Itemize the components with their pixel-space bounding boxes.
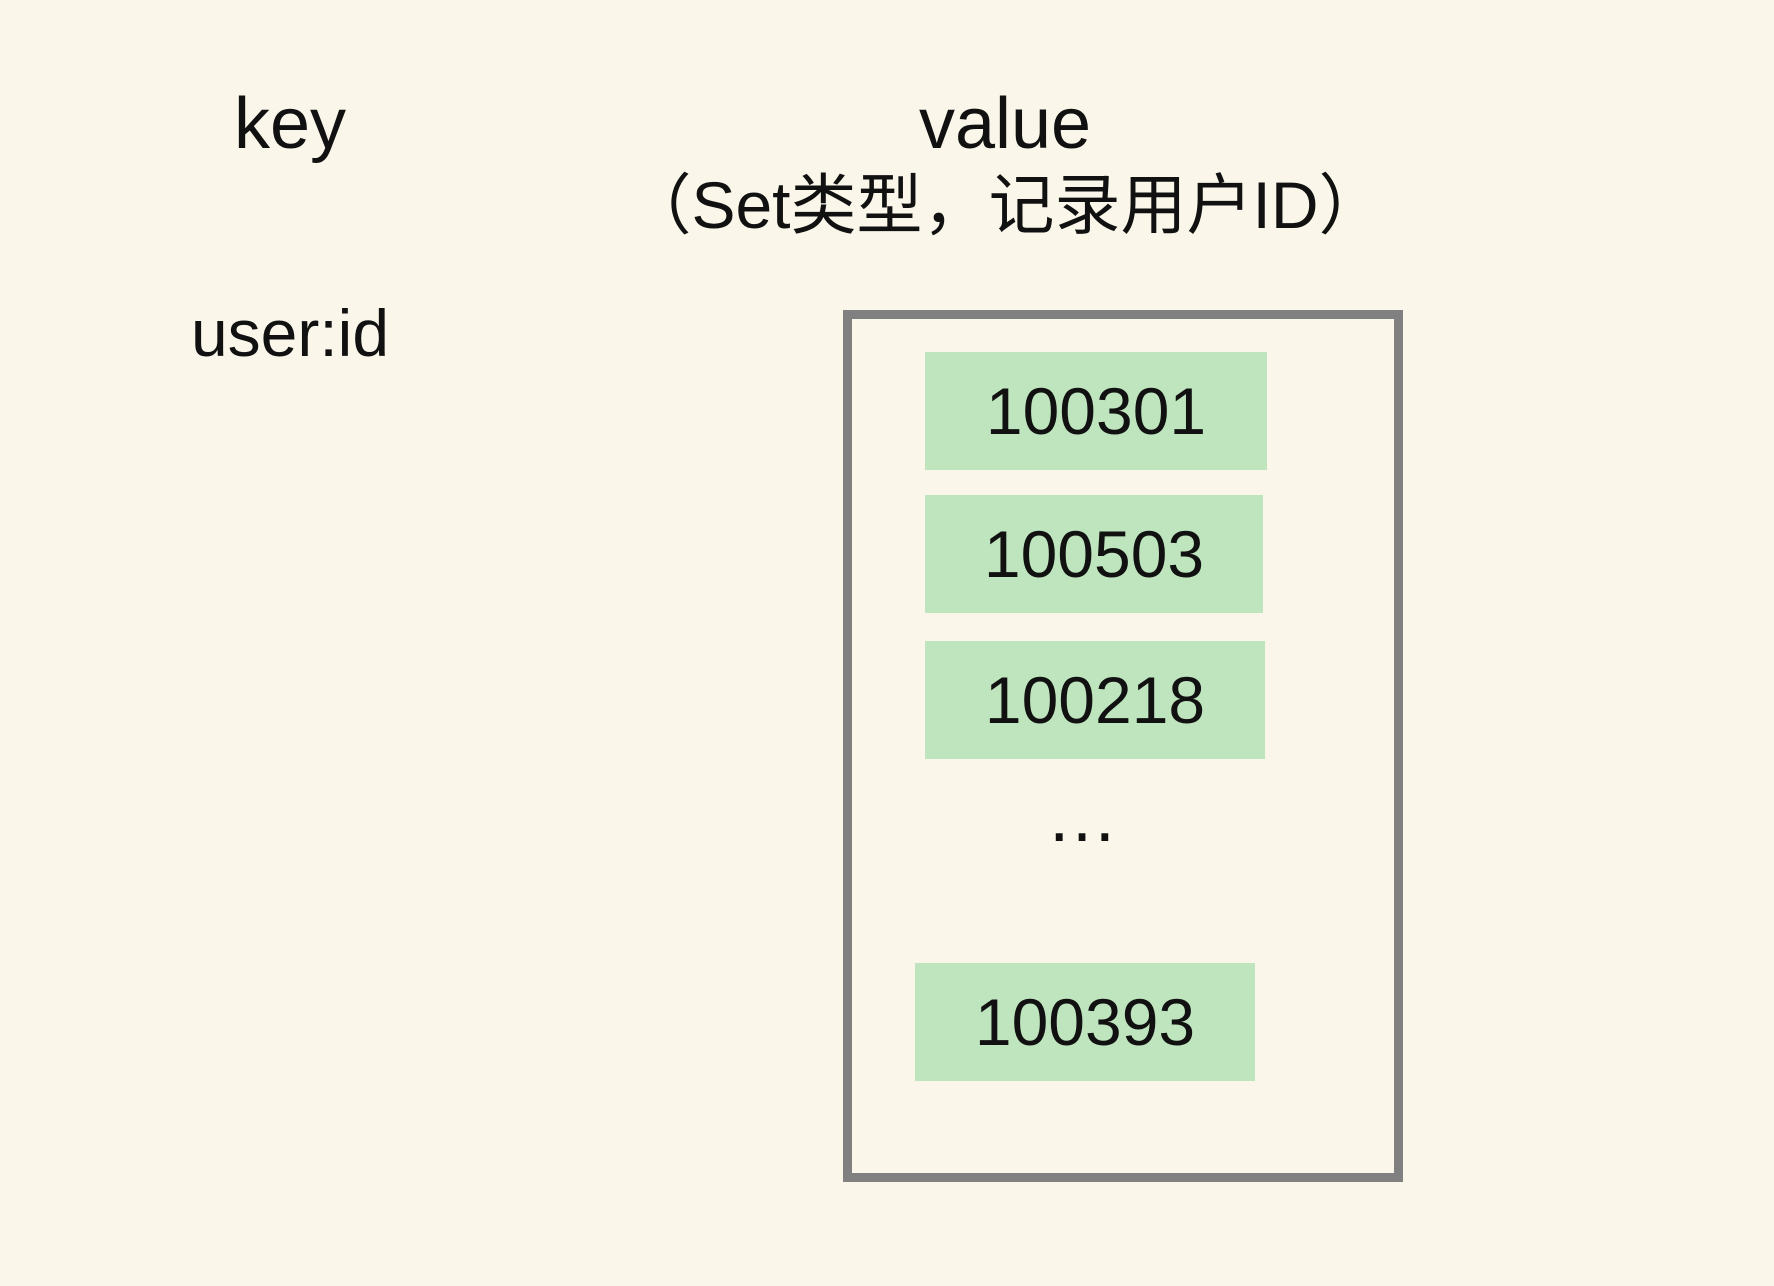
key-value-user-id: user:id — [190, 296, 390, 370]
set-member-chip: 100503 — [925, 495, 1263, 613]
set-members-ellipsis: … — [1046, 777, 1124, 857]
value-column-heading: value — [918, 84, 1092, 164]
value-set-container: 100301 100503 100218 … 100393 — [843, 310, 1403, 1182]
set-member-chip: 100301 — [925, 352, 1267, 470]
set-member-chip: 100393 — [915, 963, 1255, 1081]
key-column-heading: key — [233, 84, 347, 164]
value-column-subheading: （Set类型，记录用户ID） — [625, 168, 1385, 242]
set-member-stack: 100301 100503 100218 … 100393 — [852, 319, 1394, 1173]
set-member-chip: 100218 — [925, 641, 1265, 759]
